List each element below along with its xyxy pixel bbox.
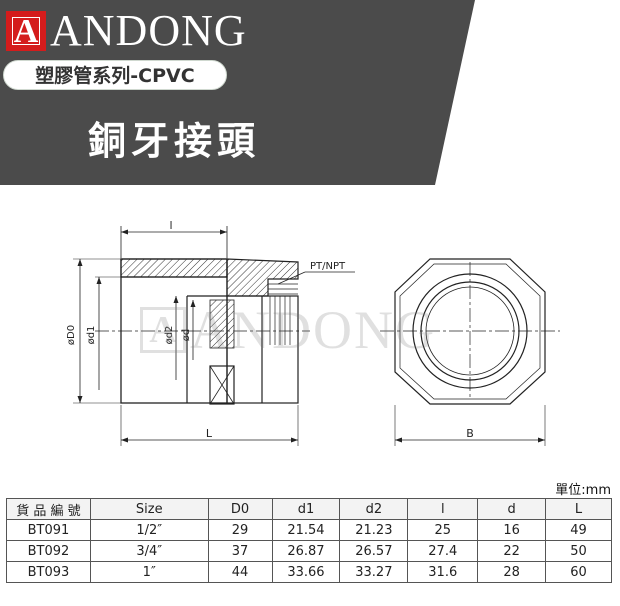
cell-d: 22 xyxy=(477,540,547,562)
cell-code: BT093 xyxy=(6,561,91,583)
cell-d2: 33.27 xyxy=(339,561,409,583)
cell-d2: 21.23 xyxy=(339,519,409,541)
cell-code: BT092 xyxy=(6,540,91,562)
cell-d2: 26.57 xyxy=(339,540,409,562)
dimension-d2-label: ød2 xyxy=(164,326,175,345)
brand-name: ANDONG xyxy=(50,6,247,55)
logo-mark: A xyxy=(6,11,46,51)
cell-size: 3/4″ xyxy=(89,540,209,562)
spec-table: 貨 品 編 號 Size D0 d1 d2 l d L BT091 1/2″ 2… xyxy=(6,498,612,583)
dimension-d0-label: øD0 xyxy=(66,325,77,345)
table-row: BT091 1/2″ 29 21.54 21.23 25 16 49 xyxy=(6,519,612,541)
cell-d: 28 xyxy=(477,561,547,583)
cell-L: 49 xyxy=(545,519,612,541)
unit-label: 單位:mm xyxy=(555,483,611,498)
cell-d0: 44 xyxy=(207,561,273,583)
cell-L: 50 xyxy=(545,540,612,562)
cell-d1: 33.66 xyxy=(271,561,341,583)
header-code: 貨 品 編 號 xyxy=(6,498,91,520)
dimension-d-label: ød xyxy=(181,329,192,341)
table-row: BT093 1″ 44 33.66 33.27 31.6 28 60 xyxy=(6,561,612,583)
header-l: l xyxy=(407,498,479,520)
cell-l: 31.6 xyxy=(407,561,479,583)
header-banner: A ANDONG 塑膠管系列-CPVC 銅牙接頭 xyxy=(0,0,620,185)
table-row: BT092 3/4″ 37 26.87 26.57 27.4 22 50 xyxy=(6,540,612,562)
thread-label: PT/NPT xyxy=(310,261,346,272)
header-size: Size xyxy=(89,498,209,520)
cell-d0: 29 xyxy=(207,519,273,541)
brand-logo: A ANDONG xyxy=(6,8,247,54)
header-d: d xyxy=(477,498,547,520)
header-L: L xyxy=(545,498,612,520)
cell-d: 16 xyxy=(477,519,547,541)
banner-background xyxy=(0,0,475,185)
dimension-d1-label: ød1 xyxy=(86,326,97,345)
dimension-B-label: B xyxy=(466,427,474,440)
cell-L: 60 xyxy=(545,561,612,583)
cell-l: 25 xyxy=(407,519,479,541)
cell-l: 27.4 xyxy=(407,540,479,562)
cell-d0: 37 xyxy=(207,540,273,562)
header-d2: d2 xyxy=(339,498,409,520)
cell-size: 1/2″ xyxy=(89,519,209,541)
end-view xyxy=(380,258,560,446)
cell-code: BT091 xyxy=(6,519,91,541)
logo-letter: A xyxy=(13,13,39,50)
header-d1: d1 xyxy=(271,498,341,520)
dimension-L-label: L xyxy=(206,427,213,440)
header-d0: D0 xyxy=(207,498,273,520)
product-title: 銅牙接頭 xyxy=(88,119,261,163)
dimension-l-label: l xyxy=(169,219,172,232)
cell-d1: 21.54 xyxy=(271,519,341,541)
cell-size: 1″ xyxy=(89,561,209,583)
series-label: 塑膠管系列-CPVC xyxy=(3,60,227,90)
cell-d1: 26.87 xyxy=(271,540,341,562)
technical-drawing: l PT/NPT øD0 ød1 ød2 ød L B xyxy=(66,219,560,446)
section-view xyxy=(73,226,355,446)
table-header-row: 貨 品 編 號 Size D0 d1 d2 l d L xyxy=(6,498,612,520)
